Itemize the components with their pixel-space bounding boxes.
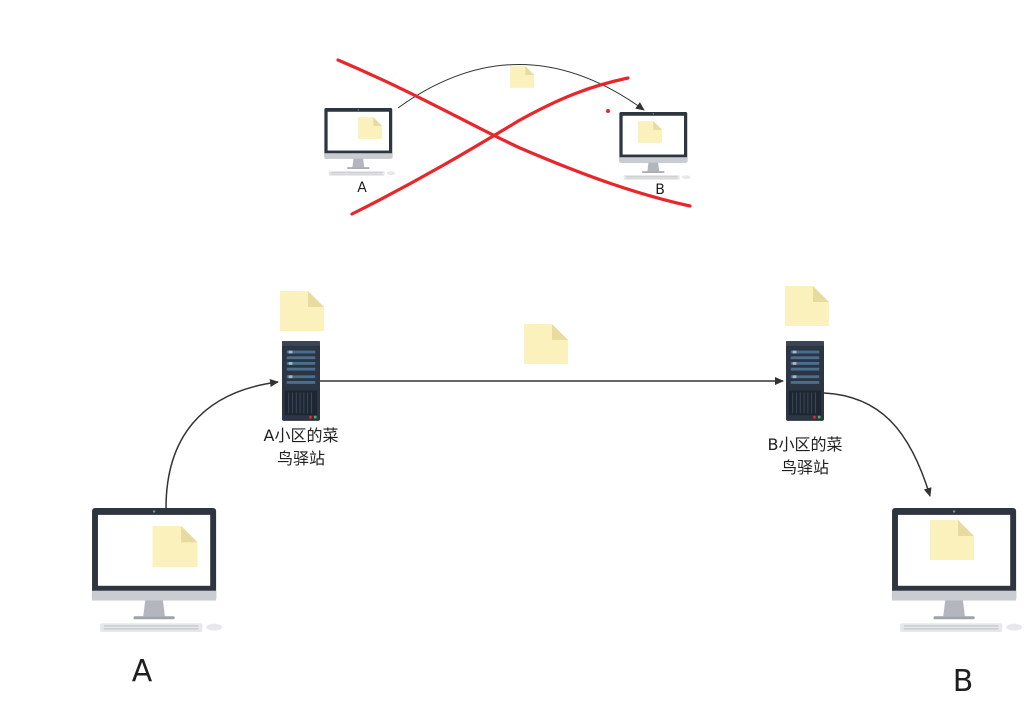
cross-out-mark (336, 58, 692, 216)
file-icon (785, 286, 829, 326)
top-diagram: A B (324, 58, 692, 216)
top-computer-b (619, 112, 691, 180)
station-a: A小区的菜 鸟驿站 (264, 291, 339, 468)
server-icon (786, 340, 824, 422)
main-diagram: A B A小区的菜 鸟驿站 B小区的菜 鸟驿站 (92, 286, 1023, 699)
file-icon (510, 66, 534, 88)
arrow-station-b-to-b (823, 392, 932, 497)
top-label-b: B (655, 182, 665, 198)
station-a-label-line1: A小区的菜 (264, 426, 339, 445)
computer-a (92, 508, 223, 633)
label-b: B (953, 664, 974, 699)
red-dot (606, 109, 610, 113)
station-b-label-line2: 鸟驿站 (781, 458, 829, 477)
file-icon (524, 324, 568, 364)
top-label-a: A (357, 180, 367, 196)
station-b-label-line1: B小区的菜 (768, 435, 843, 454)
label-a: A (132, 654, 153, 689)
top-computer-a (324, 108, 396, 176)
computer-icon (619, 112, 691, 180)
top-transfer-arrow (397, 64, 645, 111)
station-b: B小区的菜 鸟驿站 (768, 286, 843, 477)
computer-b (892, 508, 1023, 633)
arrow-a-to-station-a (165, 379, 279, 509)
server-icon (282, 340, 320, 422)
station-a-label-line2: 鸟驿站 (277, 449, 325, 468)
file-icon (280, 291, 324, 331)
